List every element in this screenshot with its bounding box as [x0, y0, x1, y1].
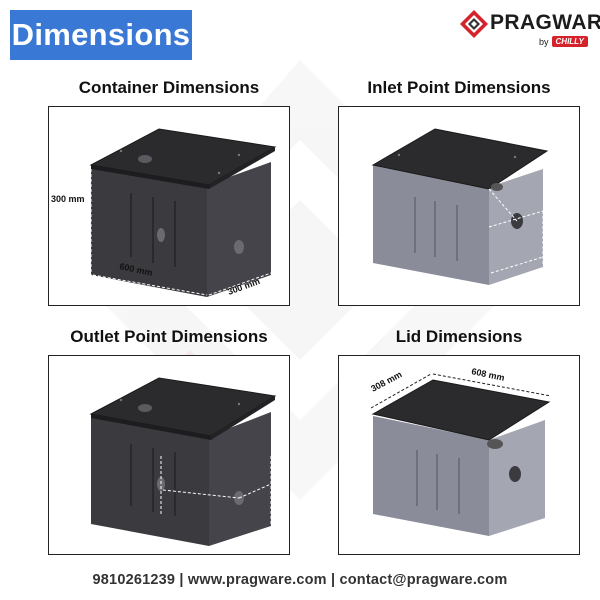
panel-inlet-dimensions	[338, 106, 580, 306]
lid-hole	[138, 404, 152, 412]
brand-by-text: by	[539, 36, 549, 47]
panel-outlet-dimensions	[48, 355, 290, 555]
box-side-face	[209, 412, 271, 546]
pragware-logo-icon	[460, 10, 488, 38]
lid-box-drawing: 308 mm 608 mm	[369, 366, 552, 536]
footer-contact: 9810261239 | www.pragware.com | contact@…	[92, 572, 508, 588]
inlet-hole	[234, 240, 244, 254]
brand-logo: PRAGWARE by CHILLY	[459, 9, 600, 47]
inlet-box-drawing	[371, 128, 549, 285]
panel-title-inlet: Inlet Point Dimensions	[367, 78, 551, 97]
brand-tagline: by CHILLY	[539, 36, 588, 47]
box-lid	[371, 379, 551, 441]
outlet-hole	[157, 228, 165, 242]
lid-length-label: 608 mm	[471, 366, 506, 383]
lid-width-label: 308 mm	[369, 369, 403, 394]
box-side-face	[207, 162, 271, 297]
lid-hole	[491, 183, 503, 191]
box-front-face	[91, 414, 209, 546]
panel-lid-dimensions: 308 mm 608 mm	[338, 355, 580, 555]
box-front-face	[91, 165, 207, 297]
panel-title-lid: Lid Dimensions	[395, 327, 523, 346]
brand-name: PRAGWARE	[490, 11, 600, 34]
inlet-hole	[509, 466, 521, 482]
height-label: 300 mm	[51, 194, 85, 204]
lid-hole	[138, 155, 152, 163]
lid-hole	[487, 439, 503, 449]
brand-chip: CHILLY	[551, 36, 588, 47]
panel-title-outlet: Outlet Point Dimensions	[70, 327, 268, 346]
container-box-drawing: 300 mm 600 mm 300 mm	[51, 128, 277, 297]
panel-container-dimensions: 300 mm 600 mm 300 mm	[48, 106, 290, 306]
page-title: Dimensions	[10, 10, 192, 60]
box-lid	[371, 128, 549, 190]
box-front-face	[373, 165, 489, 285]
panel-title-container: Container Dimensions	[78, 78, 260, 97]
outlet-box-drawing	[89, 377, 277, 546]
